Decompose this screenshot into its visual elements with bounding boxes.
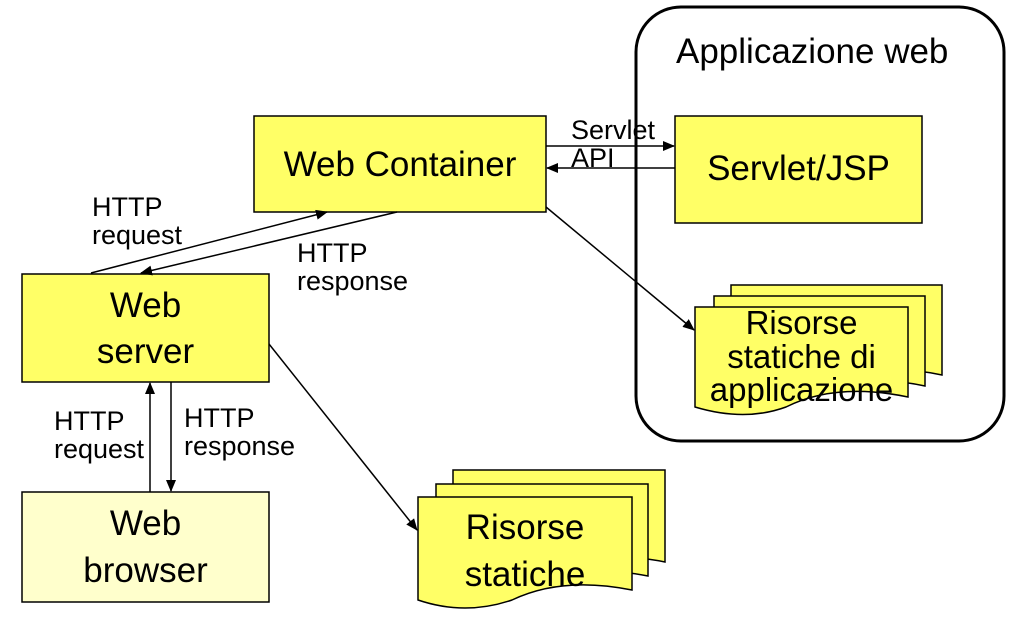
- servlet-jsp-label: Servlet/JSP: [707, 149, 890, 188]
- web-server-label-line2: server: [96, 332, 195, 371]
- http-request-upper-line2: request: [92, 220, 183, 250]
- static-label-line1: Risorse: [465, 508, 585, 547]
- web-browser-box: [21, 491, 270, 603]
- web-server-box: [21, 273, 270, 383]
- http-response-upper-line2: response: [297, 266, 409, 296]
- container-to-app-static-arrow: [545, 206, 695, 331]
- http-response-arrow-upper: [140, 211, 398, 276]
- http-request-upper-line1: HTTP: [92, 192, 163, 222]
- servlet-jsp-box: [674, 115, 923, 224]
- static-doc-stack: [417, 469, 666, 609]
- http-response-upper-line1: HTTP: [297, 238, 368, 268]
- web-browser-label-line2: browser: [83, 551, 208, 590]
- web-browser-label-line1: Web: [109, 504, 182, 543]
- server-to-static-arrow: [268, 343, 418, 531]
- app-static-label-line1: Risorse: [745, 304, 858, 341]
- web-server-label-line1: Web: [109, 286, 182, 325]
- web-container-label: Web Container: [283, 145, 517, 184]
- app-container-title: Applicazione web: [676, 32, 949, 71]
- servlet-api-label-line1: Servlet: [571, 115, 656, 145]
- http-response-lower-line1: HTTP: [184, 403, 255, 433]
- web-container-box: [253, 115, 547, 213]
- static-label-line2: statiche: [464, 555, 586, 594]
- http-response-lower-line2: response: [184, 431, 296, 461]
- http-request-arrow-upper: [90, 209, 328, 274]
- app-static-label-line3: applicazione: [709, 371, 894, 408]
- servlet-api-label-line2: API: [571, 143, 615, 173]
- http-request-lower-line2: request: [54, 434, 145, 464]
- app-static-doc-stack: [694, 284, 943, 416]
- http-request-lower-line1: HTTP: [54, 406, 125, 436]
- app-static-label-line2: statiche di: [727, 338, 876, 375]
